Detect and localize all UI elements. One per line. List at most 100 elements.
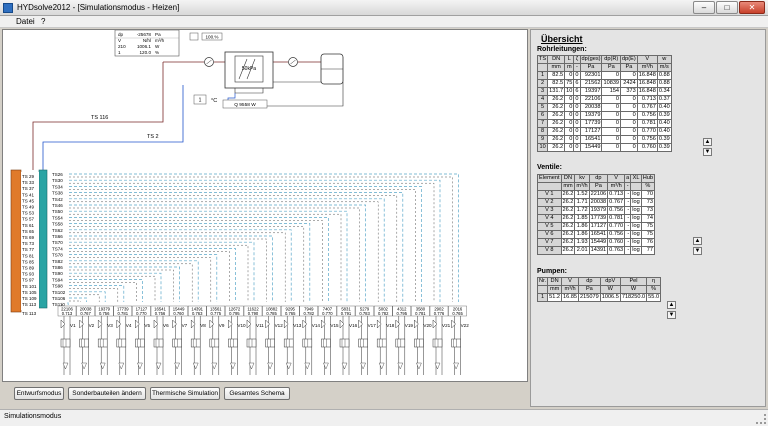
circuit-dp: 0.781 bbox=[415, 311, 426, 316]
gesamtes-schema-button[interactable]: Gesamtes Schema bbox=[224, 387, 290, 400]
branch-return-line bbox=[69, 229, 292, 302]
pump-info-value: N/hl bbox=[143, 38, 151, 43]
resize-grip-icon[interactable] bbox=[756, 414, 766, 424]
valves-cell: 0.713 bbox=[607, 190, 626, 199]
valves-cell: 0.767 bbox=[607, 198, 626, 207]
menu-help[interactable]: ? bbox=[41, 17, 46, 26]
ts-branch-label: TS82 bbox=[52, 259, 63, 264]
branch-supply-line bbox=[69, 244, 249, 302]
valves-cell: 1.86 bbox=[574, 222, 590, 231]
pipes-cell: 26.2 bbox=[547, 127, 566, 136]
minimize-button[interactable]: – bbox=[693, 1, 715, 14]
close-button[interactable]: ✕ bbox=[739, 1, 765, 14]
pipes-scroll-down[interactable]: ▼ bbox=[703, 148, 712, 156]
radiator-icon bbox=[414, 338, 424, 348]
pipes-cell: 0 bbox=[620, 71, 638, 80]
pipes-cell: 0 bbox=[601, 103, 622, 112]
entwurfsmodus-button[interactable]: Entwurfsmodus bbox=[14, 387, 64, 400]
ts-branch-label: TS42 bbox=[52, 197, 63, 202]
valves-cell: XL bbox=[630, 174, 642, 183]
thermische-simulation-button[interactable]: Thermische Simulation bbox=[150, 387, 220, 400]
radiator-icon bbox=[302, 338, 313, 348]
pump-info-unit: % bbox=[155, 50, 159, 55]
valves-cell: V 7 bbox=[537, 238, 562, 247]
pipes-cell: 0 bbox=[620, 119, 638, 128]
circuit-valve-label: V21 bbox=[442, 323, 451, 328]
circuit-flow: 5002 bbox=[379, 307, 389, 312]
pipes-cell: 22106 bbox=[579, 95, 603, 104]
pump-info-key: V bbox=[118, 38, 122, 43]
pipes-cell: 75 bbox=[564, 79, 575, 88]
pumps-scroll-up[interactable]: ▲ bbox=[667, 301, 676, 309]
pipes-scroll-up[interactable]: ▲ bbox=[703, 138, 712, 146]
valves-cell: 26.2 bbox=[560, 246, 576, 255]
circuit-dp: 0.782 bbox=[378, 311, 389, 316]
pipes-cell: 15449 bbox=[579, 143, 603, 152]
pipes-cell: 0.756 bbox=[636, 111, 658, 120]
circuit-info-box bbox=[187, 305, 207, 317]
circuit-valve-label: V22 bbox=[461, 323, 470, 328]
pipes-cell: mm bbox=[547, 63, 566, 72]
branch-return-line bbox=[69, 217, 329, 302]
valves-scroll-down[interactable]: ▼ bbox=[693, 247, 702, 255]
branch-return-line bbox=[69, 223, 311, 302]
pump-select-box bbox=[189, 32, 199, 41]
branch-supply-line bbox=[69, 201, 379, 302]
pump-info-key: dp bbox=[118, 32, 124, 37]
pipes-cell: w bbox=[656, 55, 672, 64]
valve-icon bbox=[153, 319, 159, 329]
valves-cell: 22106 bbox=[588, 190, 609, 199]
radiator-icon bbox=[97, 338, 108, 348]
branch-return-line bbox=[69, 210, 348, 302]
valves-title: Ventile: bbox=[537, 164, 562, 171]
pipes-cell: 0.713 bbox=[636, 95, 658, 104]
pumps-cell bbox=[536, 285, 549, 294]
circuit-flow: 17127 bbox=[136, 307, 148, 312]
maximize-button[interactable]: □ bbox=[716, 1, 738, 14]
pumps-cell: 718250.0 bbox=[619, 293, 648, 302]
pipes-cell: 4 bbox=[536, 95, 549, 104]
ts-2-label: TS 2 bbox=[147, 134, 159, 140]
title-bar: HYDsolve2012 - [Simulationsmodus - Heize… bbox=[0, 0, 768, 16]
ts-left-label: TS 85 bbox=[22, 259, 35, 264]
branch-return-line bbox=[69, 272, 162, 302]
menu-datei[interactable]: Datei bbox=[16, 17, 35, 26]
valves-cell: 17127 bbox=[588, 222, 609, 231]
pipes-cell: 0 bbox=[564, 111, 575, 120]
valve-icon bbox=[432, 319, 438, 329]
circuit-flow: 19379 bbox=[98, 307, 110, 312]
valves-cell: 17739 bbox=[588, 214, 609, 223]
valves-cell: V bbox=[607, 174, 626, 183]
pipes-cell: 17127 bbox=[579, 127, 603, 136]
pipes-cell: 16.848 bbox=[636, 79, 658, 88]
valves-cell: 26.2 bbox=[560, 222, 576, 231]
pumps-scroll-down[interactable]: ▼ bbox=[667, 311, 676, 319]
valves-cell: 70 bbox=[640, 190, 656, 199]
circuit-info-box bbox=[243, 305, 263, 317]
radiator-icon bbox=[172, 338, 182, 348]
pump-symbol bbox=[290, 59, 296, 65]
radiator-icon bbox=[209, 338, 220, 348]
pipes-cell: 26.2 bbox=[547, 135, 566, 144]
branch-return-line bbox=[69, 241, 255, 302]
circuit-info-box bbox=[113, 305, 133, 317]
valves-scroll-up[interactable]: ▲ bbox=[693, 237, 702, 245]
sonderbauteile-button[interactable]: Sonderbauteilen ändern bbox=[68, 387, 146, 400]
pump-info-unit: Pa bbox=[155, 32, 161, 37]
circuit-flow: 5279 bbox=[360, 307, 370, 312]
pipes-cell: 16541 bbox=[579, 135, 603, 144]
pipes-cell: 0 bbox=[564, 103, 575, 112]
valves-cell: 73 bbox=[640, 198, 656, 207]
pipes-cell: 0 bbox=[620, 95, 638, 104]
terminal-icon bbox=[341, 362, 348, 370]
status-bar: Simulationsmodus bbox=[0, 409, 768, 426]
circuit-dp: 0.783 bbox=[359, 311, 370, 316]
branch-return-line bbox=[69, 291, 106, 302]
